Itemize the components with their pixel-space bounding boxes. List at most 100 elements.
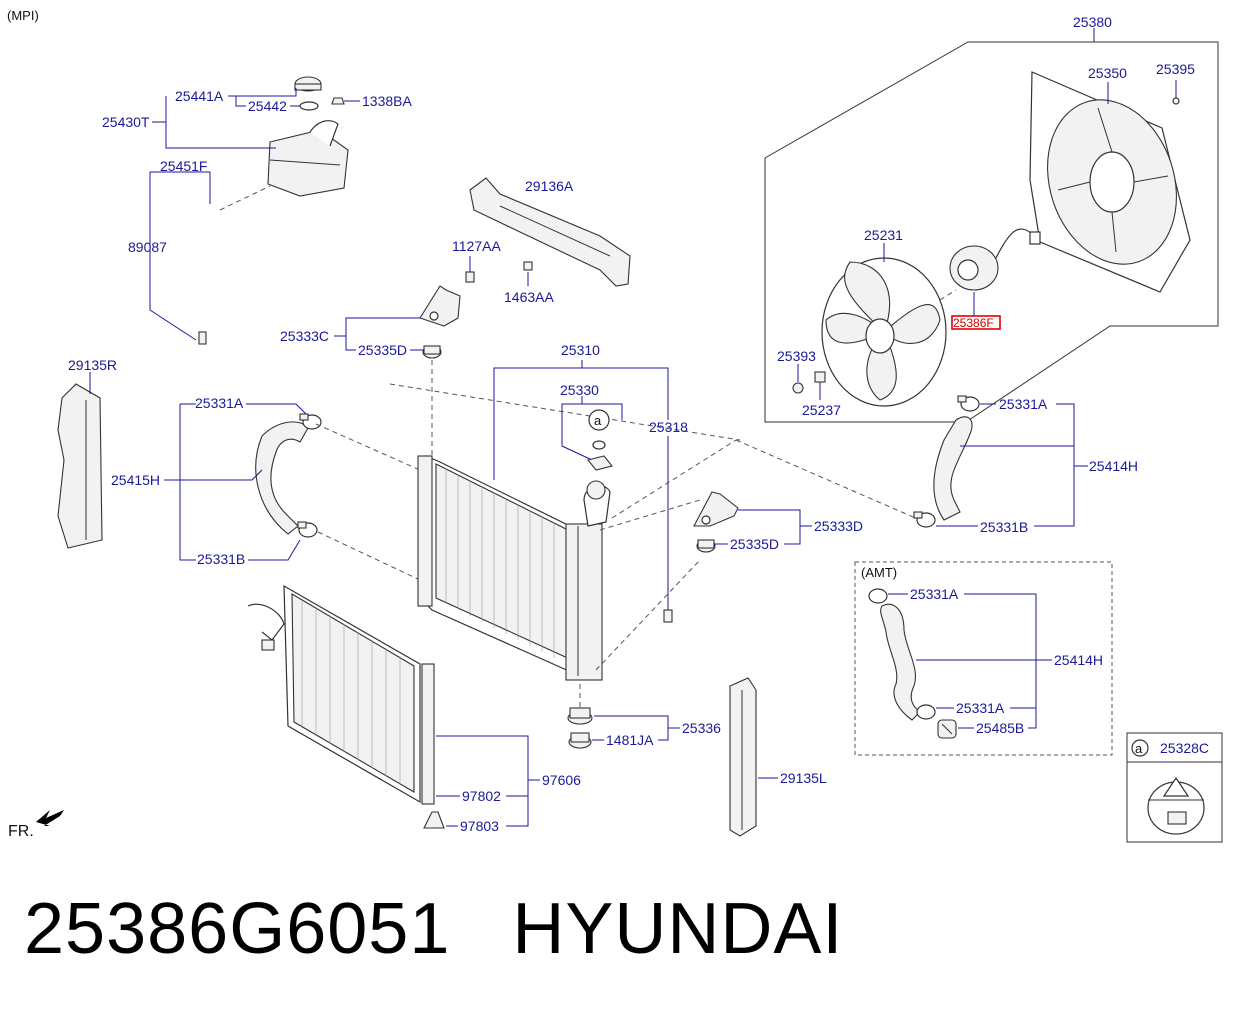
part-label-97606[interactable]: 97606 <box>542 772 581 788</box>
part-label-29136A[interactable]: 29136A <box>525 178 574 194</box>
callout-marker-a[interactable] <box>588 409 610 431</box>
part-label-25331B-l[interactable]: 25331B <box>197 551 245 567</box>
radiator-bracket-left[interactable] <box>419 285 461 327</box>
part-label-25395[interactable]: 25395 <box>1156 61 1195 77</box>
part-label-25336[interactable]: 25336 <box>682 720 721 736</box>
radiator-cap-25330[interactable] <box>587 455 613 471</box>
part-label-25430T[interactable]: 25430T <box>102 114 150 130</box>
part-label-97802[interactable]: 97802 <box>462 788 501 804</box>
part-label-25441A[interactable]: 25441A <box>175 88 224 104</box>
amt-sensor-25485B[interactable] <box>937 719 957 739</box>
condenser-insulator-97803[interactable] <box>423 811 445 829</box>
leader-25330 <box>561 403 623 430</box>
hose-clamp-25331B-left[interactable] <box>297 521 318 538</box>
part-label-89087[interactable]: 89087 <box>128 239 167 255</box>
mount-insulator-left[interactable] <box>422 345 442 359</box>
part-label-25328C[interactable]: 25328C <box>1160 740 1209 756</box>
part-label-25393[interactable]: 25393 <box>777 348 816 364</box>
part-label-25386F[interactable]: 25386F <box>953 316 994 330</box>
leader-25430T <box>165 96 276 149</box>
part-label-25330[interactable]: 25330 <box>560 382 599 398</box>
leader-25333D <box>738 509 801 545</box>
part-label-25318[interactable]: 25318 <box>649 419 688 435</box>
screw-25395 <box>1172 97 1180 105</box>
bolt-1463AA <box>523 261 533 271</box>
part-label-1338BA[interactable]: 1338BA <box>362 93 412 109</box>
part-label-25331A-amt2[interactable]: 25331A <box>956 700 1005 716</box>
amt-box-title: (AMT) <box>861 565 897 580</box>
part-label-25335D-r[interactable]: 25335D <box>730 536 779 552</box>
part-label-25350[interactable]: 25350 <box>1088 65 1127 81</box>
part-label-1481JA[interactable]: 1481JA <box>606 732 654 748</box>
radiator-bracket-right[interactable] <box>693 491 739 527</box>
coolant-reservoir-tank[interactable] <box>267 120 349 197</box>
upper-mount-bracket[interactable] <box>469 177 631 287</box>
part-label-97803[interactable]: 97803 <box>460 818 499 834</box>
hose-clamp-25331A-amt-bottom[interactable] <box>916 704 936 720</box>
leader-25415H-bracket <box>179 404 196 561</box>
reservoir-cap[interactable] <box>294 76 322 92</box>
cooling-fan-blade[interactable] <box>821 257 947 407</box>
part-label-1463AA[interactable]: 1463AA <box>504 289 554 305</box>
part-label-1127AA[interactable]: 1127AA <box>452 238 501 254</box>
part-label-25331A-l[interactable]: 25331A <box>195 395 244 411</box>
dash-reservoir-hose <box>219 185 271 211</box>
part-label-29135R[interactable]: 29135R <box>68 357 117 373</box>
dash-hose-upper <box>315 423 421 471</box>
overflow-hose-inner <box>198 205 383 406</box>
leader-25414H-amt-bracket <box>964 593 1037 729</box>
part-label-25333D[interactable]: 25333D <box>814 518 863 534</box>
lower-insulator-25336[interactable] <box>567 707 593 725</box>
part-label-25237[interactable]: 25237 <box>802 402 841 418</box>
leader-25331B-l <box>248 539 301 561</box>
fan-shroud[interactable] <box>1027 71 1197 293</box>
callout-box-25328C <box>1126 732 1223 843</box>
cap-seal-25442 <box>299 101 319 111</box>
part-label-29135L[interactable]: 29135L <box>780 770 827 786</box>
lower-radiator-hose[interactable] <box>933 416 973 521</box>
leader-89087 <box>149 192 197 341</box>
part-label-25485B[interactable]: 25485B <box>976 720 1024 736</box>
leader-25330-b <box>561 430 593 461</box>
ac-condenser[interactable] <box>247 584 435 805</box>
bolt-1338BA <box>331 97 345 105</box>
part-label-25310[interactable]: 25310 <box>561 342 600 358</box>
fan-motor[interactable] <box>949 228 1041 291</box>
mount-insulator-right[interactable] <box>696 539 716 553</box>
motor-axis-dash <box>939 289 957 301</box>
part-label-25415H[interactable]: 25415H <box>111 472 160 488</box>
footer-brand: HYUNDAI <box>512 889 844 969</box>
hose-clamp-25331A-amt-top[interactable] <box>868 588 888 604</box>
part-label-25331B-r[interactable]: 25331B <box>980 519 1028 535</box>
leader-25310 <box>493 367 669 480</box>
highlight-box-25386F <box>951 315 1001 330</box>
part-label-25414H-r[interactable]: 25414H <box>1089 458 1138 474</box>
part-label-25231[interactable]: 25231 <box>864 227 903 243</box>
part-label-25414H-amt[interactable]: 25414H <box>1054 652 1103 668</box>
air-guard-right[interactable] <box>57 372 103 549</box>
hose-clamp-25331B-right[interactable] <box>913 511 936 528</box>
overflow-hose[interactable] <box>199 205 383 405</box>
fan-assembly-box <box>764 41 1219 423</box>
part-label-25451F[interactable]: 25451F <box>160 158 207 174</box>
drain-plug-25318 <box>663 609 673 623</box>
part-label-25442[interactable]: 25442 <box>248 98 287 114</box>
warning-label-icon <box>1147 776 1205 835</box>
amt-hose[interactable] <box>880 603 921 721</box>
upper-radiator-hose[interactable] <box>255 421 309 535</box>
part-label-25331A-r[interactable]: 25331A <box>999 396 1048 412</box>
air-guard-left[interactable] <box>729 677 757 837</box>
hose-clamp-25331A-right[interactable] <box>957 395 980 412</box>
part-label-25380[interactable]: 25380 <box>1073 14 1112 30</box>
part-label-25333C[interactable]: 25333C <box>280 328 329 344</box>
hose-clamp-25331A-left[interactable] <box>299 413 322 430</box>
radiator-core[interactable] <box>417 455 611 681</box>
leader-25331A-l <box>246 403 307 415</box>
lower-insulator-1481JA[interactable] <box>568 732 592 749</box>
leader-25415H <box>164 469 263 481</box>
part-label-25331A-amt1[interactable]: 25331A <box>910 586 959 602</box>
part-label-25335D-l[interactable]: 25335D <box>358 342 407 358</box>
leader-25414H-r-bracket <box>1034 403 1075 527</box>
